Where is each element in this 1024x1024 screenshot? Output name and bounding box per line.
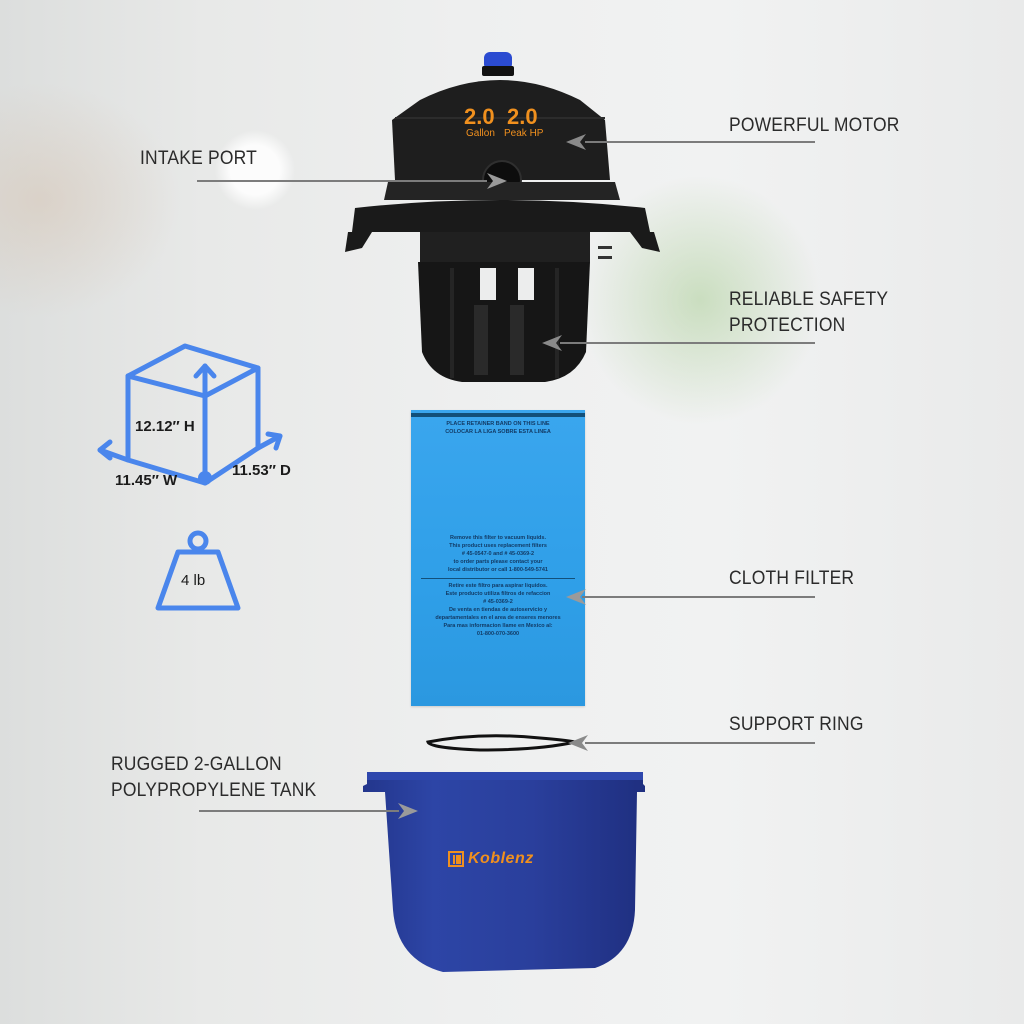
leader-line-ring <box>585 742 815 744</box>
dimension-width: 11.45″ W <box>115 472 178 489</box>
leader-line-filter <box>582 596 815 598</box>
koblenz-logo-icon <box>448 851 464 867</box>
callout-tank-line2: POLYPROPYLENE TANK <box>111 780 317 801</box>
cloth-filter: PLACE RETAINER BAND ON THIS LINE COLOCAR… <box>411 410 585 706</box>
power-value: 2.0 <box>507 104 538 129</box>
tank <box>363 772 645 972</box>
brand-name: Koblenz <box>468 850 534 867</box>
weight-value: 4 lb <box>181 572 206 589</box>
motor-head <box>345 52 660 382</box>
callout-safety-line1: RELIABLE SAFETY <box>729 289 889 310</box>
dimensions-box-icon <box>97 343 283 486</box>
koblenz-logo: Koblenz <box>448 850 534 868</box>
callout-cloth-filter: CLOTH FILTER <box>729 568 855 589</box>
dimension-depth: 11.53″ D <box>232 462 291 479</box>
blue-cap <box>484 52 512 70</box>
callout-tank-line1: RUGGED 2-GALLON <box>111 754 282 775</box>
arrow-head-icon <box>568 735 588 751</box>
dimension-height: 12.12″ H <box>135 418 195 435</box>
callout-intake-port: INTAKE PORT <box>140 148 257 169</box>
weight-icon <box>155 530 241 611</box>
filter-top-line1: PLACE RETAINER BAND ON THIS LINE <box>446 421 550 427</box>
leader-line-tank <box>199 810 399 812</box>
capacity-value: 2.0 <box>464 104 495 129</box>
callout-safety-line2: PROTECTION <box>729 315 846 336</box>
leader-line-intake <box>197 180 487 182</box>
filter-top-line2: COLOCAR LA LIGA SOBRE ESTA LINEA <box>445 429 551 435</box>
capacity-unit: Gallon <box>466 128 495 139</box>
leader-line-safety <box>560 342 815 344</box>
leader-line-motor <box>585 141 815 143</box>
arrow-head-icon <box>542 335 562 351</box>
callout-powerful-motor: POWERFUL MOTOR <box>729 115 900 136</box>
arrow-head-icon <box>398 803 418 819</box>
arrow-head-icon <box>566 134 586 150</box>
callout-support-ring: SUPPORT RING <box>729 714 864 735</box>
arrow-head-icon <box>566 589 586 605</box>
arrow-head-icon <box>487 173 507 189</box>
power-unit: Peak HP <box>504 128 544 139</box>
